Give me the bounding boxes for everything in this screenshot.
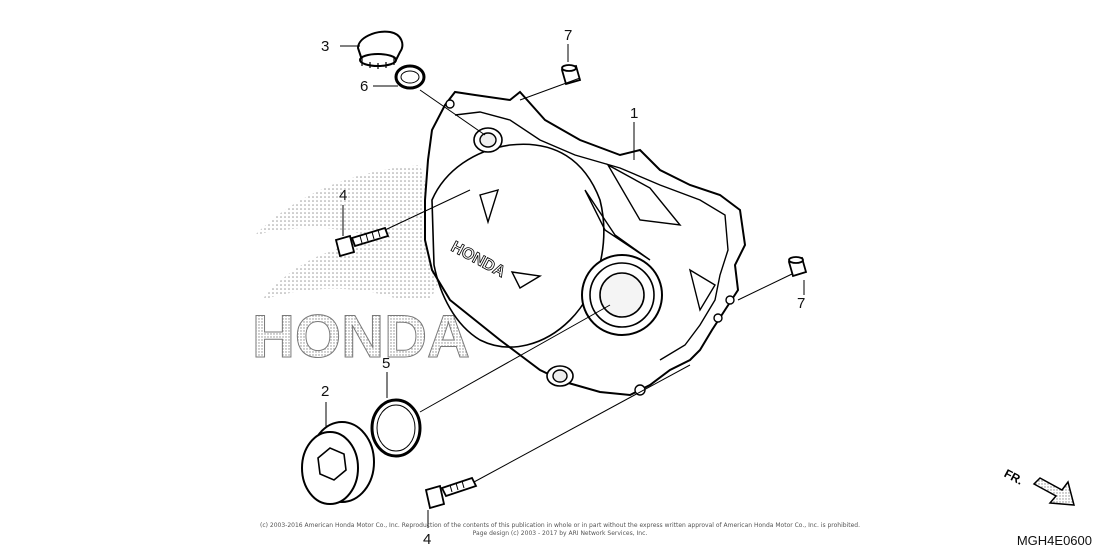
oil-filler-cap[interactable] [356, 30, 404, 69]
callout-4-upper[interactable]: 4 [339, 187, 348, 204]
callout-1[interactable]: 1 [630, 105, 639, 122]
copyright-line-1: (c) 2003-2016 American Honda Motor Co., … [260, 522, 860, 529]
callout-7-top[interactable]: 7 [564, 27, 573, 44]
dowel-pin-right[interactable] [787, 256, 808, 278]
callout-5[interactable]: 5 [382, 355, 391, 372]
o-ring-5[interactable] [370, 398, 422, 458]
copyright-notice: (c) 2003-2016 American Honda Motor Co., … [240, 522, 880, 538]
front-direction-arrow [1032, 477, 1075, 506]
copyright-line-2: Page design (c) 2003 - 2017 by ARI Netwo… [472, 530, 648, 537]
honda-watermark-text: HONDA [252, 303, 470, 370]
callout-7-right[interactable]: 7 [797, 295, 806, 312]
leader-lines [325, 44, 805, 528]
bolt-lower[interactable] [424, 476, 478, 510]
callout-2[interactable]: 2 [321, 383, 330, 400]
callout-4-lower[interactable]: 4 [423, 531, 432, 548]
diagram-code: MGH4E0600 [1016, 533, 1092, 548]
o-ring-6[interactable] [394, 64, 426, 90]
bolt-upper[interactable] [334, 226, 390, 258]
callout-3[interactable]: 3 [321, 38, 330, 55]
crankcase-cover[interactable] [424, 90, 747, 397]
callout-6[interactable]: 6 [360, 78, 369, 95]
crankshaft-hole-cap[interactable] [301, 421, 375, 505]
